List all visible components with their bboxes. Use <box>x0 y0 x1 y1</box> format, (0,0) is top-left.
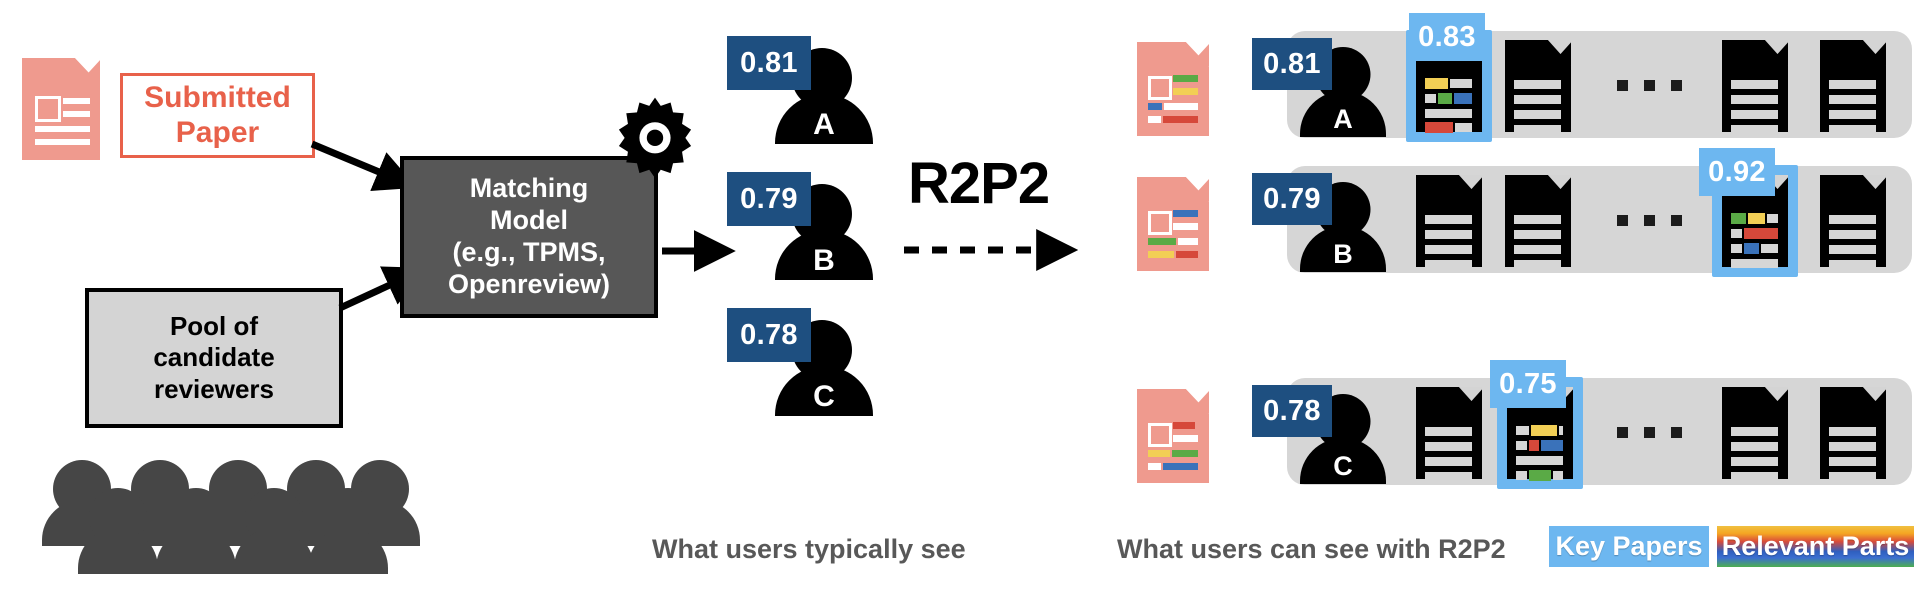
row-c-panel <box>1287 378 1912 485</box>
row-a-paper-icon <box>1137 42 1209 136</box>
row-b-ellipsis <box>1617 215 1682 226</box>
model-line2: Model <box>490 205 568 236</box>
pool-line2: candidate <box>153 342 275 373</box>
row-c-reviewer-letter: C <box>1333 451 1353 481</box>
model-line3: (e.g., TPMS, <box>452 237 606 267</box>
pool-of-candidate-reviewers-box: Pool of candidate reviewers <box>85 288 343 428</box>
caption-r2p2: What users can see with R2P2 <box>1117 534 1506 564</box>
reviewer-letter-b: B <box>813 244 835 277</box>
submitted-paper-label-box: Submitted Paper <box>120 73 315 158</box>
row-a-key-paper-score: 0.83 <box>1409 13 1485 61</box>
row-b-panel <box>1287 166 1912 273</box>
reviewer-letter-c: C <box>813 380 835 413</box>
row-b-paper-3-icon <box>1820 175 1886 269</box>
row-c-paper-3-icon <box>1820 387 1886 481</box>
row-c-paper-0-icon <box>1416 387 1482 481</box>
dashed-arrow-right-icon <box>904 229 1079 271</box>
row-a-panel <box>1287 31 1912 138</box>
row-a-paper-3-icon <box>1820 40 1886 134</box>
row-b-key-paper-score: 0.92 <box>1699 148 1775 196</box>
row-a-ellipsis <box>1617 80 1682 91</box>
row-a-paper-1-icon <box>1505 40 1571 134</box>
row-a-reviewer-letter: A <box>1333 104 1353 134</box>
row-a-paper-2-icon <box>1722 40 1788 134</box>
reviewer-letter-a: A <box>813 108 835 141</box>
legend-relevant-parts: Relevant Parts <box>1717 526 1914 567</box>
row-b-match-score: 0.79 <box>1252 173 1332 225</box>
gear-icon <box>618 97 692 178</box>
row-c-paper-icon <box>1137 389 1209 483</box>
legend-key-papers: Key Papers <box>1549 526 1709 567</box>
arrow-paper-to-model <box>310 140 418 192</box>
row-b-paper-1-icon <box>1505 175 1571 269</box>
row-a-reviewer-avatar: A <box>1300 47 1386 137</box>
model-line1: Matching <box>469 173 589 204</box>
row-b-reviewer-letter: B <box>1333 239 1353 269</box>
row-c-key-paper-score: 0.75 <box>1490 360 1566 408</box>
model-line4: Openreview) <box>447 268 611 299</box>
submitted-paper-line1: Submitted <box>144 81 291 114</box>
row-c-ellipsis <box>1617 427 1682 438</box>
pool-line1: Pool of <box>169 311 259 342</box>
match-score-c: 0.78 <box>727 308 811 362</box>
row-b-paper-icon <box>1137 177 1209 271</box>
pool-line3: reviewers <box>154 373 274 404</box>
match-score-b: 0.79 <box>727 172 811 226</box>
row-c-match-score: 0.78 <box>1252 385 1332 437</box>
row-c-paper-2-icon <box>1722 387 1788 481</box>
caption-typical: What users typically see <box>652 534 966 564</box>
crowd-of-reviewers-icon <box>20 448 420 588</box>
submitted-paper-line2: Paper <box>175 115 260 149</box>
row-b-paper-0-icon <box>1416 175 1482 269</box>
arrow-model-to-reviewers <box>662 230 736 272</box>
r2p2-label: R2P2 <box>908 151 1050 216</box>
match-score-a: 0.81 <box>727 36 811 90</box>
submitted-paper-document-icon <box>22 58 100 160</box>
row-a-match-score: 0.81 <box>1252 38 1332 90</box>
matching-model-box: Matching Model (e.g., TPMS, Openreview) <box>400 156 658 318</box>
